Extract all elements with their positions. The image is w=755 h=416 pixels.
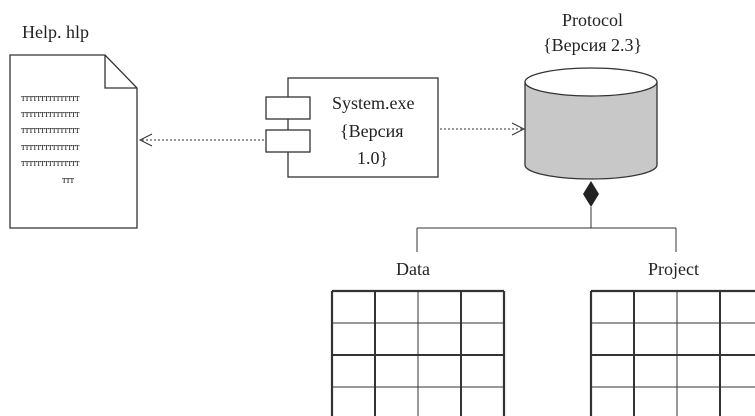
help-file-text-line: ттттттттттттттт [21,158,80,169]
help-file-page-fold [104,55,137,89]
protocol-database: Protocol {Версия 2.3} [524,10,658,180]
help-file-text-line: ттттттттттттттт [21,125,80,136]
data-table-grid [330,289,506,416]
help-file-text-line: ттттттттттттттт [21,93,80,104]
system-exe-component: System.exe {Версия 1.0} [265,77,439,178]
composition-connector [416,181,677,252]
composition-diamond [583,181,599,207]
database-version: {Версия 2.3} [543,35,642,55]
help-file-text-line: ттттттттттттттт [21,109,80,120]
project-table-grid [589,289,755,416]
database-cylinder-body [524,81,658,180]
dependency-arrow-to-database [440,122,526,136]
data-table: Data [330,259,506,416]
component-version-line1: {Версия [340,121,404,141]
database-cylinder-top [524,67,658,97]
component-version-line2: 1.0} [357,148,388,168]
component-port-bottom [265,129,311,153]
database-title: Protocol [562,10,623,30]
help-file-title: Help. hlp [22,22,89,42]
help-file-node: Help. hlp ттттттттттттттт тттттттттттттт… [9,22,138,229]
component-port-top [265,96,311,120]
component-box [287,77,439,178]
project-table-label: Project [648,259,699,279]
data-table-label: Data [396,259,430,279]
help-file-text-line: ттттттттттттттт [21,142,80,153]
project-table: Project [589,259,755,416]
component-name: System.exe [332,93,415,113]
help-file-text-line: ттт [62,175,75,186]
help-file-document-icon [9,54,138,229]
dependency-arrow-to-help [138,133,288,147]
